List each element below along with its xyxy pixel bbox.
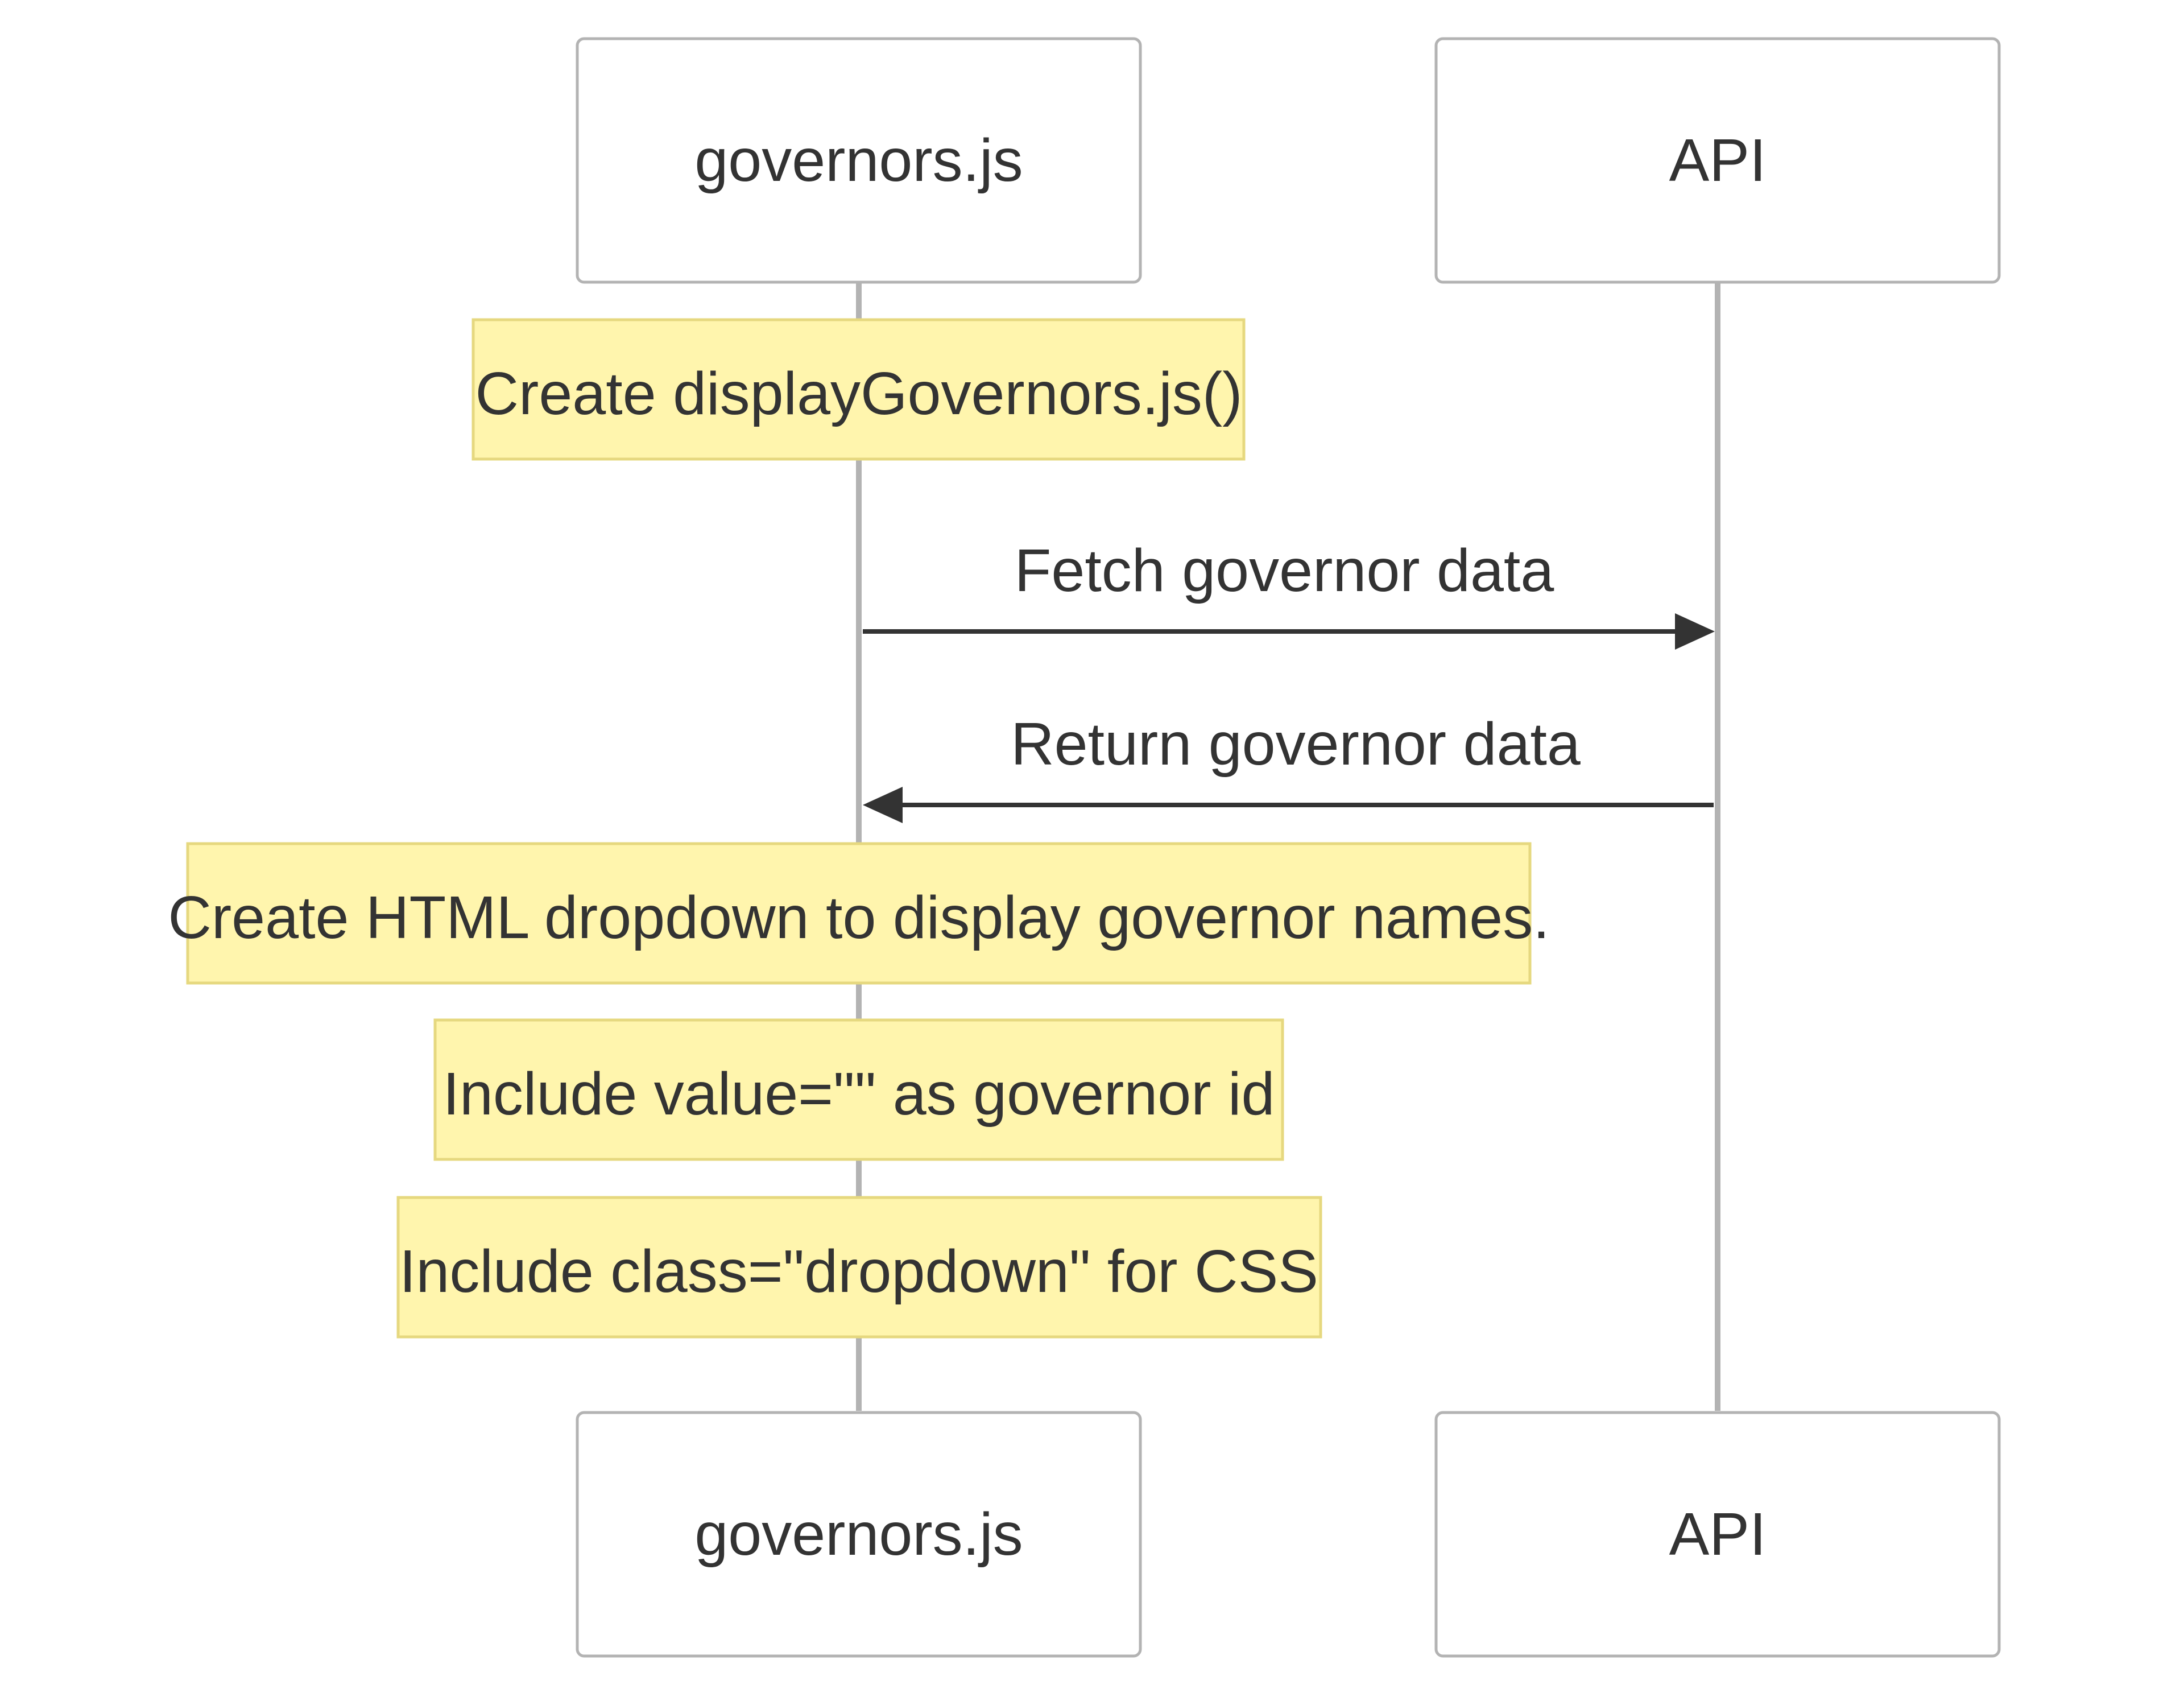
arrowhead-left-icon: [863, 787, 903, 823]
message-return: Return governor data: [863, 711, 1714, 823]
note-create-function: Create displayGovernors.js(): [471, 318, 1246, 461]
participant-governors-top-label: governors.js: [694, 127, 1023, 194]
message-return-label: Return governor data: [1011, 711, 1581, 778]
message-fetch-label: Fetch governor data: [1015, 537, 1554, 604]
arrowhead-right-icon: [1675, 613, 1715, 650]
note-create-dropdown: Create HTML dropdown to display governor…: [168, 842, 1550, 985]
note-include-value-text: Include value="" as governor id: [443, 1060, 1275, 1128]
participant-api-bottom-label: API: [1669, 1501, 1767, 1568]
participant-governors-bottom: governors.js: [576, 1411, 1142, 1658]
participant-api-bottom: API: [1434, 1411, 2001, 1658]
note-include-value: Include value="" as governor id: [433, 1018, 1284, 1161]
note-include-class: Include class="dropdown" for CSS: [396, 1196, 1322, 1339]
participant-api-top: API: [1434, 37, 2001, 284]
note-create-dropdown-text: Create HTML dropdown to display governor…: [168, 884, 1549, 951]
participant-governors-bottom-label: governors.js: [694, 1501, 1023, 1568]
note-create-function-text: Create displayGovernors.js(): [475, 360, 1242, 427]
participant-api-top-label: API: [1669, 127, 1767, 194]
message-fetch: Fetch governor data: [863, 537, 1715, 650]
note-include-class-text: Include class="dropdown" for CSS: [399, 1238, 1318, 1305]
participant-governors-top: governors.js: [576, 37, 1142, 284]
